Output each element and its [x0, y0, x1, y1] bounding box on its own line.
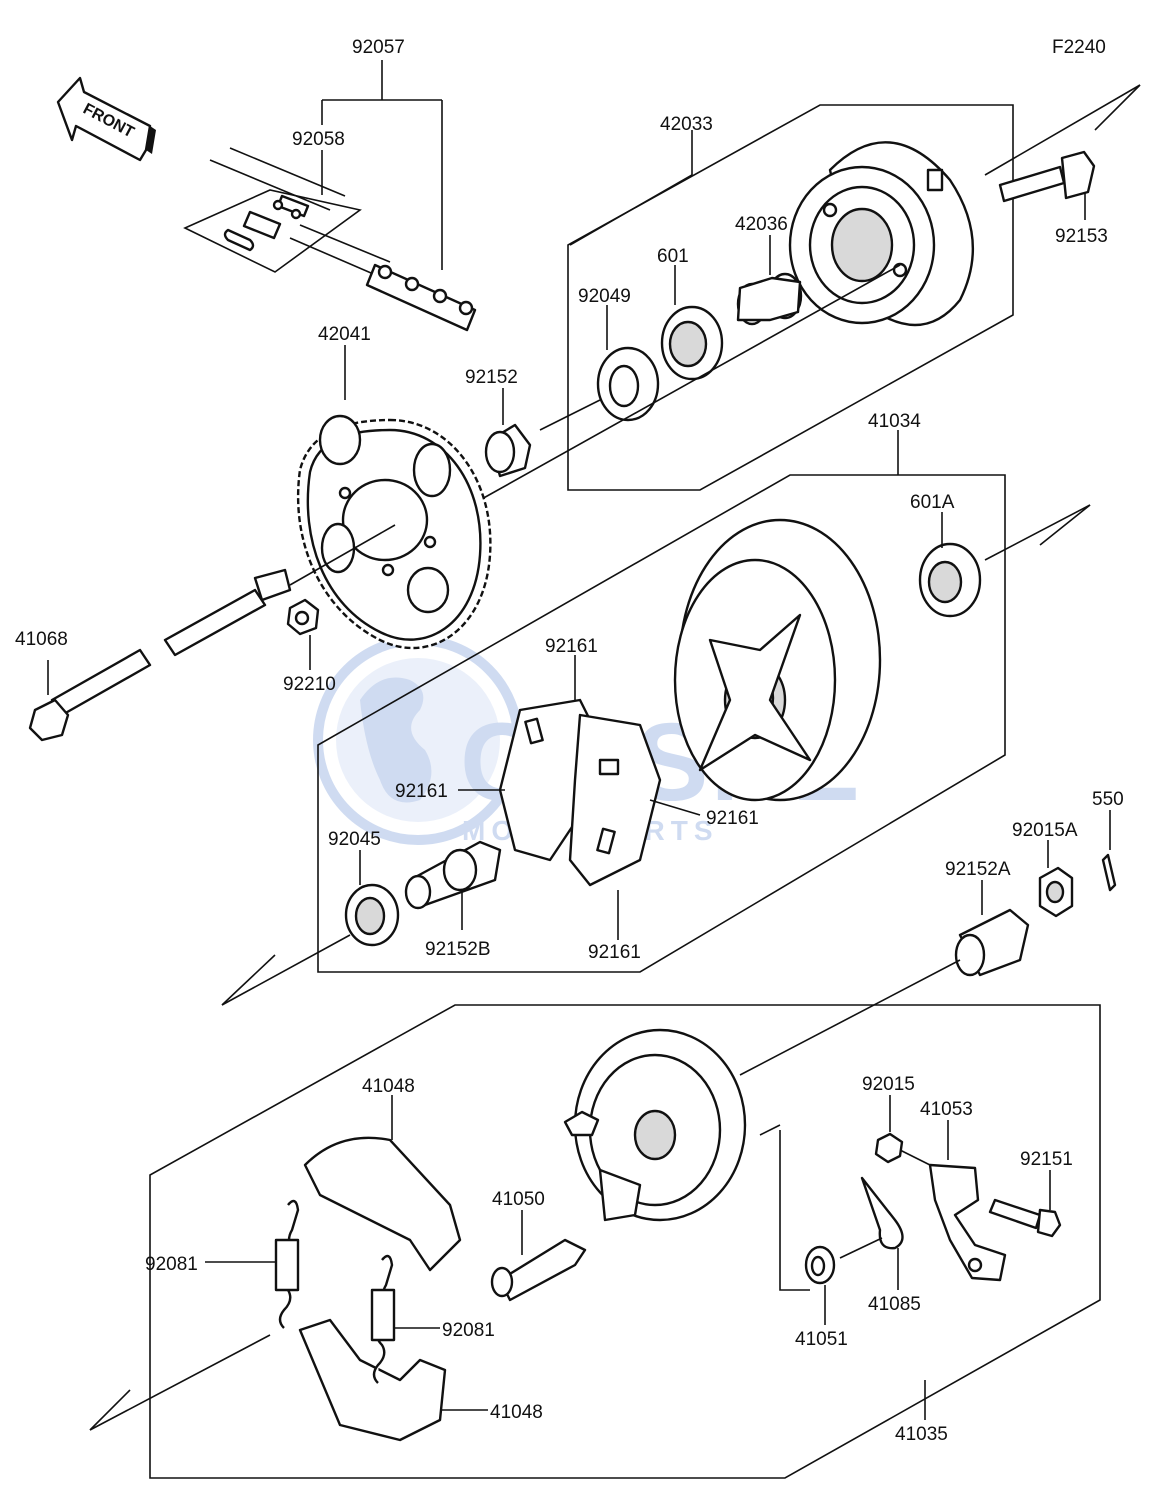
collar-42036 [736, 272, 803, 326]
label-92049: 92049 [578, 286, 631, 307]
spring-92081-right [370, 1254, 396, 1384]
label-41035: 41035 [895, 1424, 948, 1445]
label-41085: 41085 [868, 1294, 921, 1315]
nut-92015 [874, 1132, 904, 1164]
rear-sprocket-42041 [296, 414, 492, 650]
label-601A: 601A [910, 492, 955, 513]
brake-shoe-41048-bottom [298, 1318, 447, 1442]
label-41048-top: 41048 [362, 1076, 415, 1097]
front-arrow-icon: FRONT [56, 76, 156, 162]
bearing-601 [660, 305, 724, 381]
rear-axle-41068 [28, 568, 292, 742]
brake-shoe-41048-top [303, 1136, 462, 1272]
label-42033: 42033 [660, 114, 713, 135]
label-92151: 92151 [1020, 1149, 1073, 1170]
nut-92015A [1038, 866, 1074, 918]
label-92081-left: 92081 [145, 1254, 198, 1275]
label-42036: 42036 [735, 214, 788, 235]
brake-lever-41053 [928, 1163, 1007, 1282]
label-41048-bottom: 41048 [490, 1402, 543, 1423]
bearing-601A [918, 542, 982, 618]
diagram-code: F2240 [1052, 37, 1106, 58]
label-92161-bottom: 92161 [588, 942, 641, 963]
wear-indicator-41085 [860, 1176, 904, 1250]
damper-rubbers-92161 [498, 698, 662, 887]
nut-92210 [286, 598, 320, 636]
label-92015: 92015 [862, 1074, 915, 1095]
spacer-92152A [954, 908, 1030, 977]
brake-cam-41050 [490, 1238, 587, 1302]
label-92045: 92045 [328, 829, 381, 850]
label-92015A: 92015A [1012, 820, 1078, 841]
spring-92081-left [274, 1199, 300, 1329]
bearing-92045 [344, 883, 400, 947]
brake-panel [563, 1028, 747, 1222]
bolt-92151 [988, 1198, 1062, 1238]
label-550: 550 [1092, 789, 1124, 810]
rear-hub-drum [788, 141, 975, 327]
label-92058: 92058 [292, 129, 345, 150]
collar-92152B [404, 840, 502, 910]
label-41050: 41050 [492, 1189, 545, 1210]
label-41068: 41068 [15, 629, 68, 650]
label-92152A: 92152A [945, 859, 1011, 880]
seal-41051 [804, 1245, 836, 1285]
label-42041: 42041 [318, 324, 371, 345]
label-92161-top: 92161 [545, 636, 598, 657]
spacer-92152 [484, 423, 532, 478]
label-92153: 92153 [1055, 226, 1108, 247]
label-92210: 92210 [283, 674, 336, 695]
label-92161-right: 92161 [706, 808, 759, 829]
cotter-pin-550 [1101, 853, 1117, 892]
label-92152: 92152 [465, 367, 518, 388]
drive-chain-assembly [183, 60, 477, 332]
label-41053: 41053 [920, 1099, 973, 1120]
label-92081-right: 92081 [442, 1320, 495, 1341]
label-92161-left: 92161 [395, 781, 448, 802]
bolt-92153 [998, 150, 1096, 203]
label-41034: 41034 [868, 411, 921, 432]
label-41051: 41051 [795, 1329, 848, 1350]
rear-wheel-hub-41034 [673, 518, 882, 802]
label-92057: 92057 [352, 37, 405, 58]
oil-seal-92049 [596, 346, 660, 422]
label-601: 601 [657, 246, 689, 267]
label-92152B: 92152B [425, 939, 491, 960]
